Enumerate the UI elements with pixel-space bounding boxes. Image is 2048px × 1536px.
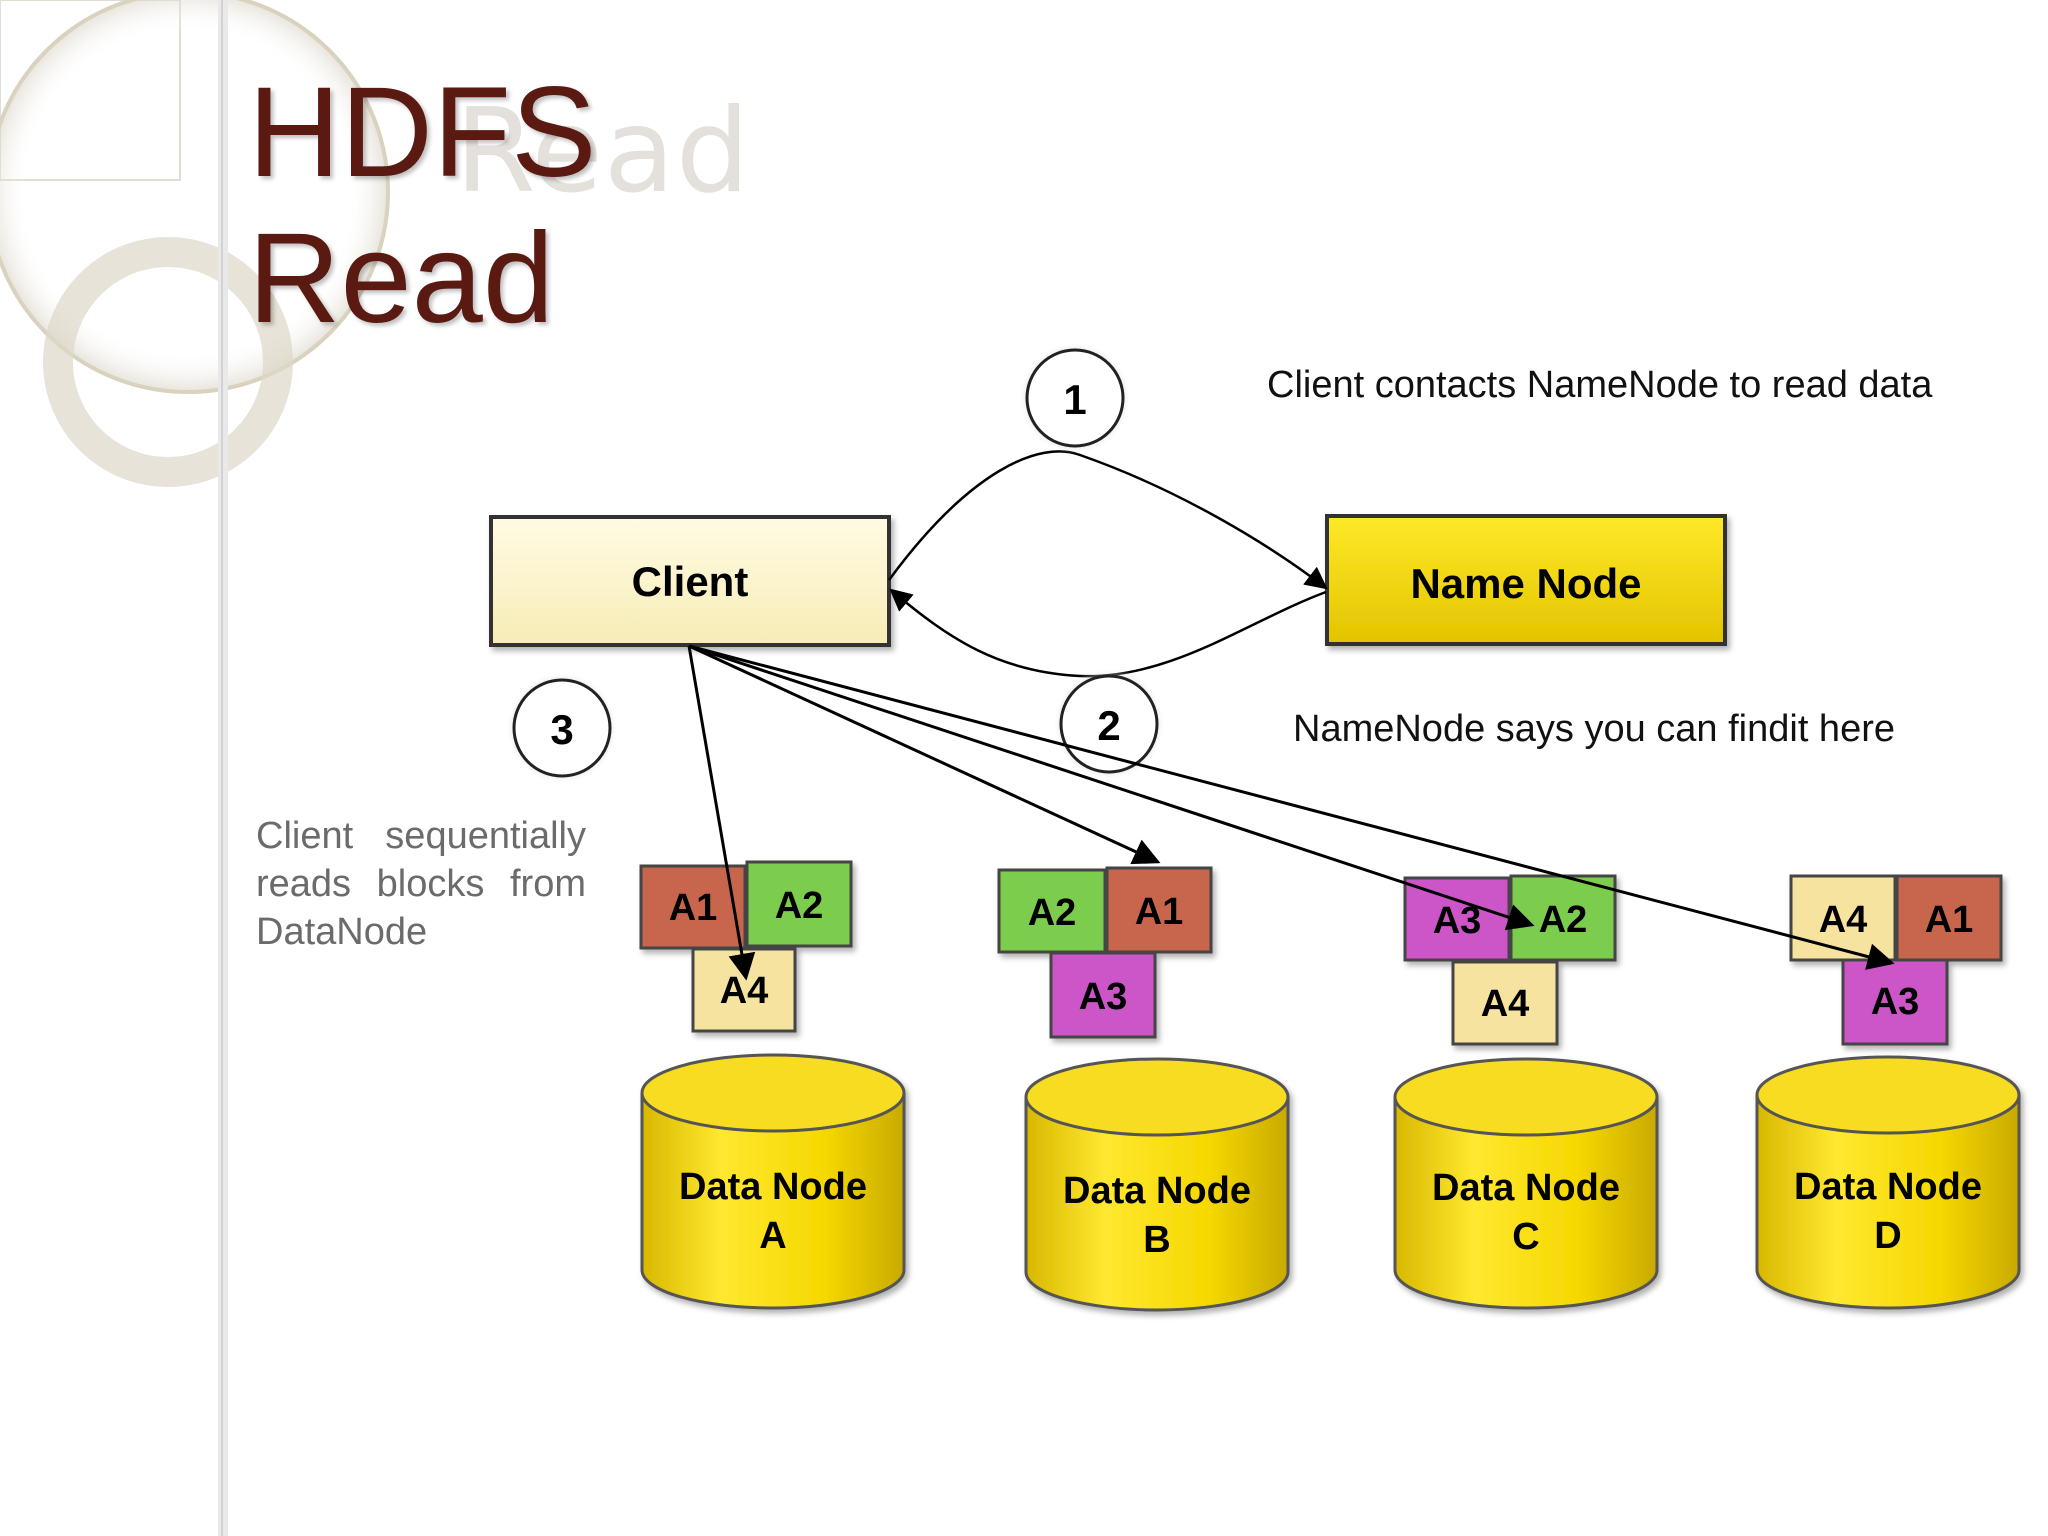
step-1-badge: 1 (1019, 342, 1131, 454)
read-arrow-a2 (688, 644, 1535, 931)
datanode-d-cylinder: Data Node D (1755, 1055, 2021, 1310)
block-label: A3 (1079, 976, 1128, 1018)
read-arrow-a4 (687, 645, 756, 981)
request-arrow (887, 450, 1328, 590)
datanode-a-cylinder: Data Node A (640, 1053, 906, 1310)
block-label: A1 (1925, 899, 1974, 941)
blocks-datanode-a: A1 A2 A4 (639, 860, 853, 1033)
step-1-caption: Client contacts NameNode to read data (1267, 364, 1933, 406)
step-3-badge: 3 (506, 672, 618, 784)
step-2-caption: NameNode says you can findit here (1293, 708, 1895, 750)
step-2-badge: 2 (1053, 668, 1165, 780)
datanode-b-cylinder: Data Node B (1024, 1057, 1290, 1312)
step-2-number: 2 (1097, 702, 1120, 749)
block-label: A4 (1481, 983, 1530, 1025)
ghost-title: Read (455, 84, 751, 219)
title-line-2: Read (248, 207, 554, 350)
datanode-c-label-1: Data Node (1432, 1167, 1620, 1209)
datanode-d-label-1: Data Node (1794, 1166, 1982, 1208)
block-label: A2 (775, 885, 824, 927)
blocks-datanode-c: A3 A2 A4 (1403, 874, 1617, 1046)
datanode-b-label-1: Data Node (1063, 1170, 1251, 1212)
block-label: A4 (1819, 899, 1868, 941)
step-3-number: 3 (550, 706, 573, 753)
datanode-d-label-2: D (1874, 1215, 1901, 1257)
block-label: A1 (1135, 891, 1184, 933)
step-3-caption: Client sequentially reads blocks from Da… (256, 815, 586, 953)
page-title: HDFS Read (248, 60, 596, 352)
decor-circle-small (43, 237, 293, 487)
title-line-1: HDFS (248, 61, 597, 204)
step-1-number: 1 (1063, 376, 1086, 423)
datanode-a-label-2: A (759, 1215, 786, 1257)
block-label: A2 (1028, 892, 1077, 934)
datanode-c-cylinder: Data Node C (1393, 1057, 1659, 1310)
read-arrow-a1 (688, 644, 1161, 865)
namenode-label: Name Node (1410, 560, 1641, 607)
datanode-c-label-2: C (1512, 1216, 1539, 1258)
block-label: A1 (669, 887, 718, 929)
datanode-a-label-1: Data Node (679, 1166, 867, 1208)
client-label: Client (632, 558, 749, 605)
blocks-datanode-d: A4 A1 A3 (1789, 874, 2003, 1046)
read-arrows (687, 644, 1895, 981)
block-label: A4 (720, 970, 769, 1012)
blocks-datanode-b: A2 A1 A3 (997, 866, 1213, 1039)
client-box: Client (489, 515, 891, 647)
datanode-b-label-2: B (1143, 1219, 1170, 1261)
read-arrow-a3 (688, 644, 1895, 970)
block-label: A3 (1871, 981, 1920, 1023)
block-label: A2 (1539, 899, 1588, 941)
response-arrow (889, 588, 1327, 678)
namenode-box: Name Node (1325, 514, 1727, 646)
